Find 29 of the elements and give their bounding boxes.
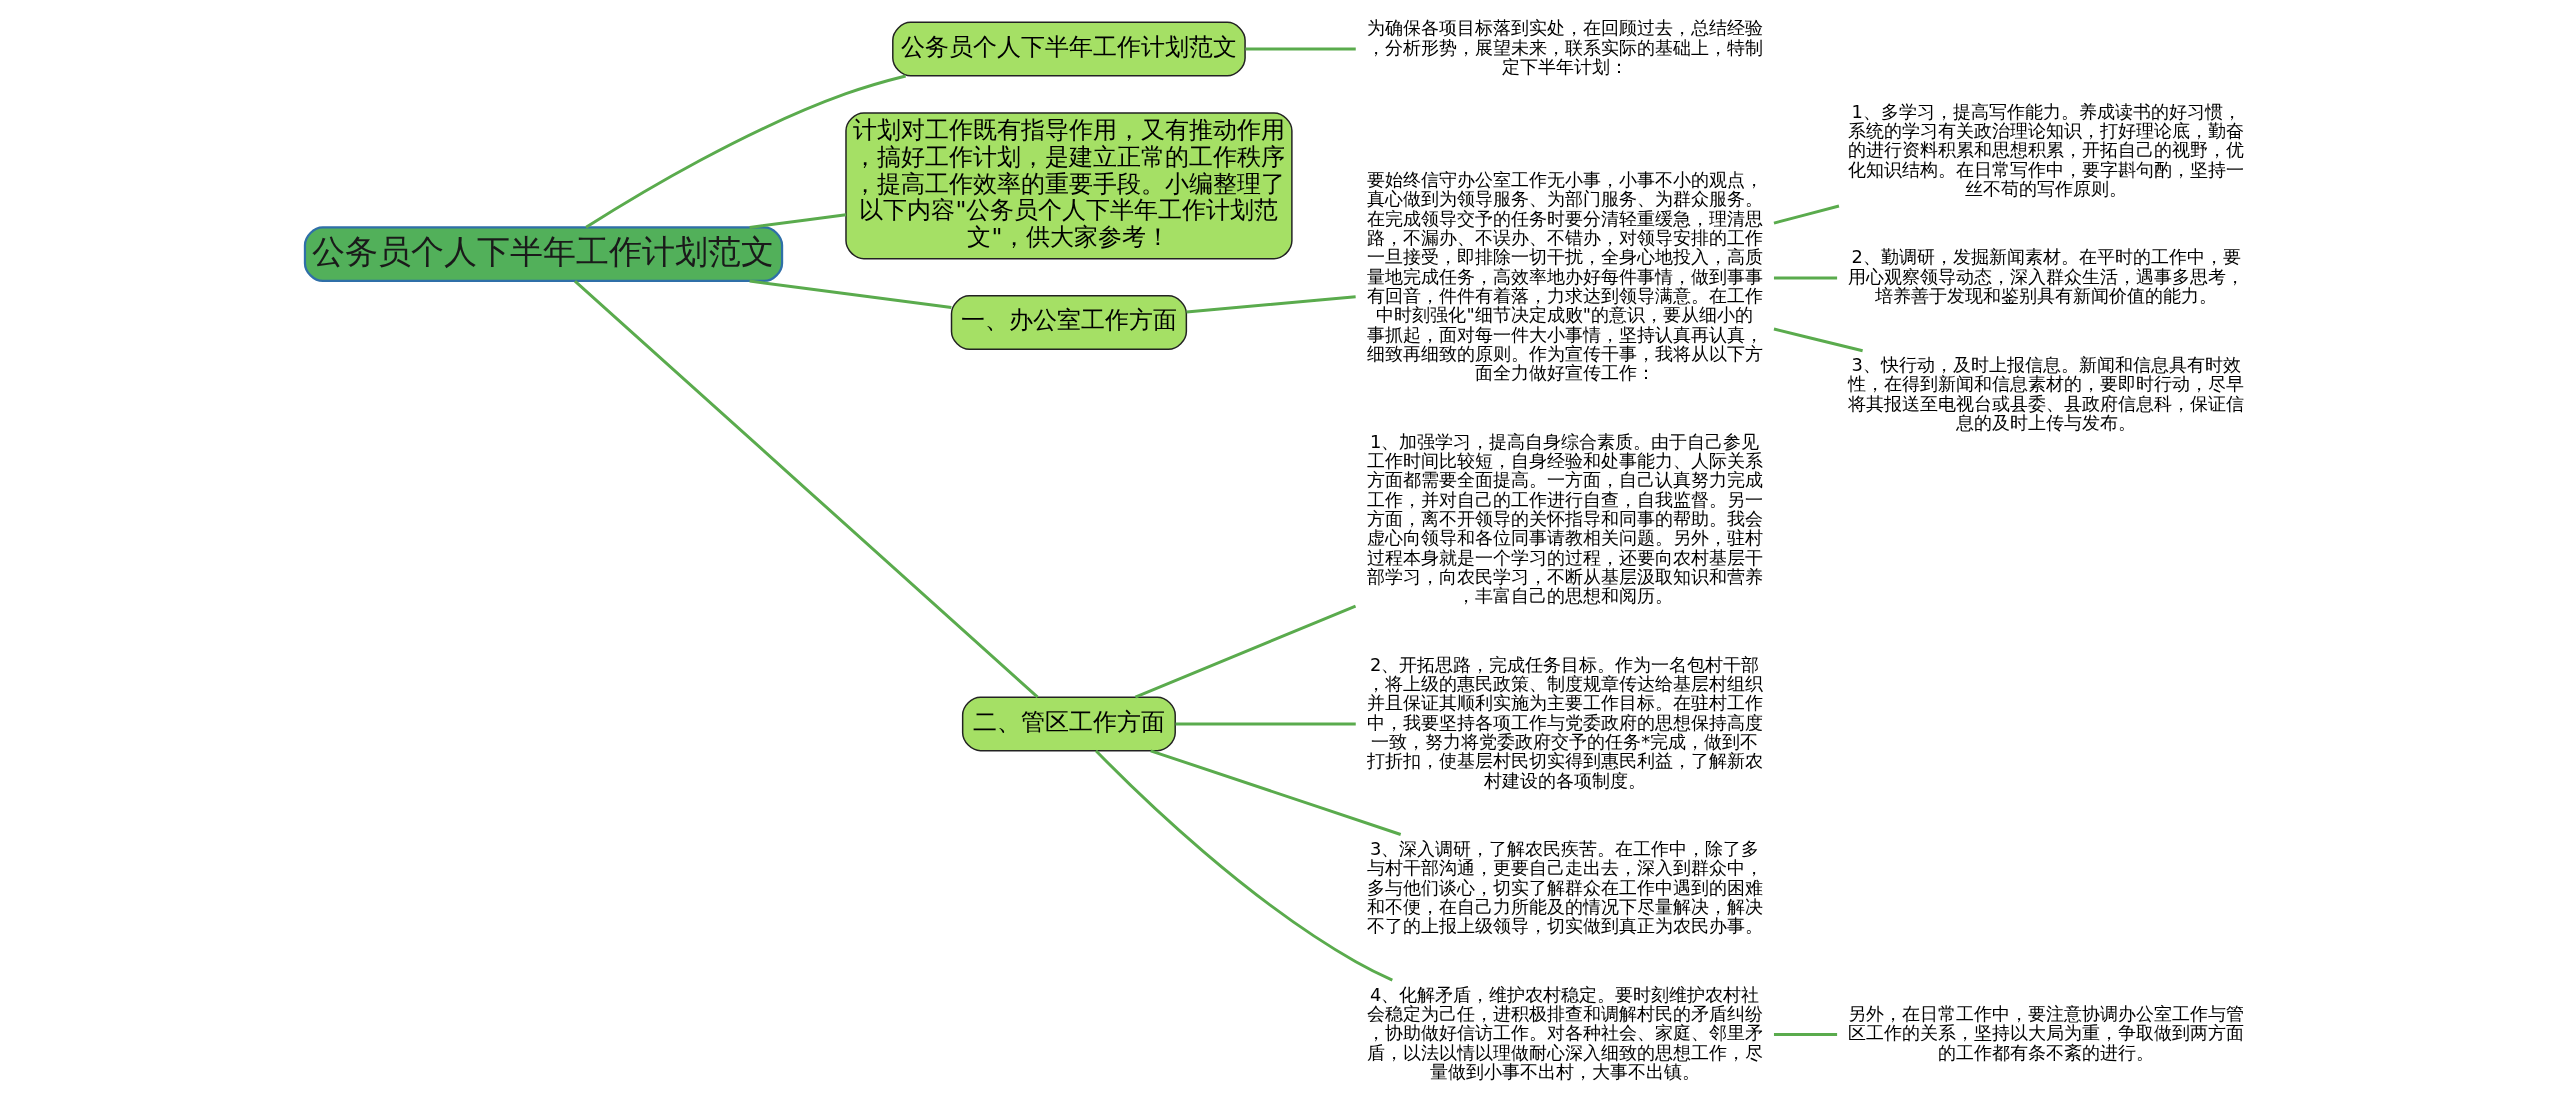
node-text: 要始终信守办公室工作无小事，小事不小的观点，真心做到为领导服务、为部门服务、为群众服务。在完成领导交予的任务时要分清轻重缓急，理清思路，不漏办、不误办、不错办，对领导安排的工作一旦接受，即排除一切干扰，全身心地投入，高质量地完成任务，高效率地办好每件事情，做到事事有回音，件件有着落，力求达到领导满意。在工作中时刻强化"细节决定成败"的意识，要从细小的事抓起，面对每一件大小事情，坚持认真再认真，细致再细致的原则。作为宣传干事，我将从以下方面全力做好宣传工作： <box>1366 169 1763 384</box>
connector <box>749 279 952 309</box>
connector <box>1773 276 1838 280</box>
node-text: 1、多学习，提高写作能力。养成读书的好习惯，系统的学习有关政治理论知识，打好理论底，勤奋的进行资料积累和思想积累，开拓自己的视野，优化知识结构。在日常写作中，要字斟句酌，坚持一丝不苟的写作原则。 <box>1848 100 2245 199</box>
connector <box>1773 327 1863 353</box>
connector <box>1134 604 1357 699</box>
connector <box>573 280 1039 699</box>
node-box: 二、管区工作方面 <box>961 696 1176 752</box>
node-text: 4、化解矛盾，维护农村稳定。要时刻维护农村社会稳定为己任，进积极排查和调解村民的矛盾纠纷，协助做好信访工作。对各种社会、家庭、邻里矛盾，以法以情以理做耐心深入细致的思想工作，尽量做到小事不出村，大事不出镇。 <box>1366 983 1763 1082</box>
connector <box>1175 722 1356 726</box>
node-text: 2、勤调研，发掘新闻素材。在平时的工作中，要用心观察领导动态，深入群众生活，遇事多思考，培养善于发现和鉴别具有新闻价值的能力。 <box>1848 246 2245 306</box>
node-text: 2、开拓思路，完成任务目标。作为一名包村干部，将上级的惠民政策、制度规章传达给基层村组织并且保证其顺利实施为主要工作目标。在驻村工作中，我要坚持各项工作与党委政府的思想保持高度一致，努力将党委政府交予的任务*完成，做到不打折扣，使基层村民切实得到惠民利益，了解新农村建设的各项制度。 <box>1366 653 1763 791</box>
node-box: 公务员个人下半年工作计划范文 <box>303 226 784 283</box>
node-text: 为确保各项目标落到实处，在回顾过去，总结经验，分析形势，展望未来，联系实际的基础上，特制定下半年计划： <box>1366 17 1763 78</box>
connector <box>749 213 847 229</box>
node-text: 3、深入调研，了解农民疾苦。在工作中，除了多与村干部沟通，更要自己走出去，深入到群众中，多与他们谈心，切实了解群众在工作中遇到的困难和不便，在自己力所能及的情况下尽量解决，解决不了的上报上级领导，切实做到真正为农民办事。 <box>1366 837 1763 937</box>
node-box: 一、办公室工作方面 <box>950 295 1188 351</box>
node-box: 计划对工作既有指导作用，又有推动作用，搞好工作计划，是建立正常的工作秩序，提高工作效率的重要手段。小编整理了以下内容"公务员个人下半年工作计划范文"，供大家参考！ <box>845 112 1293 260</box>
connector <box>1773 204 1840 225</box>
connector <box>1773 1033 1838 1037</box>
connector <box>1150 749 1402 836</box>
node-box: 公务员个人下半年工作计划范文 <box>892 21 1246 77</box>
connector <box>1245 47 1356 51</box>
node-text: 3、快行动，及时上报信息。新闻和信息具有时效性，在得到新闻和信息素材的，要即时行动，尽早将其报送至电视台或县委、县政府信息科，保证信息的及时上传与发布。 <box>1848 354 2245 434</box>
connector <box>1094 749 1393 982</box>
connector <box>1186 295 1356 314</box>
node-text: 另外，在日常工作中，要注意协调办公室工作与管区工作的关系，坚持以大局为重，争取做到两方面的工作都有条不紊的进行。 <box>1848 1002 2245 1063</box>
connector <box>585 74 907 229</box>
node-text: 1、加强学习，提高自身综合素质。由于自己参见工作时间比较短，自身经验和处事能力、人际关系方面都需要全面提高。一方面，自己认真努力完成工作，并对自己的工作进行自查，自我监督。另一方面，离不开领导的关怀指导和同事的帮助。我会虚心向领导和各位同事请教相关问题。另外，驻村过程本身就是一个学习的过程，还要向农村基层干部学习，向农民学习，不断从基层汲取知识和营养，丰富自己的思想和阅历。 <box>1366 430 1763 607</box>
